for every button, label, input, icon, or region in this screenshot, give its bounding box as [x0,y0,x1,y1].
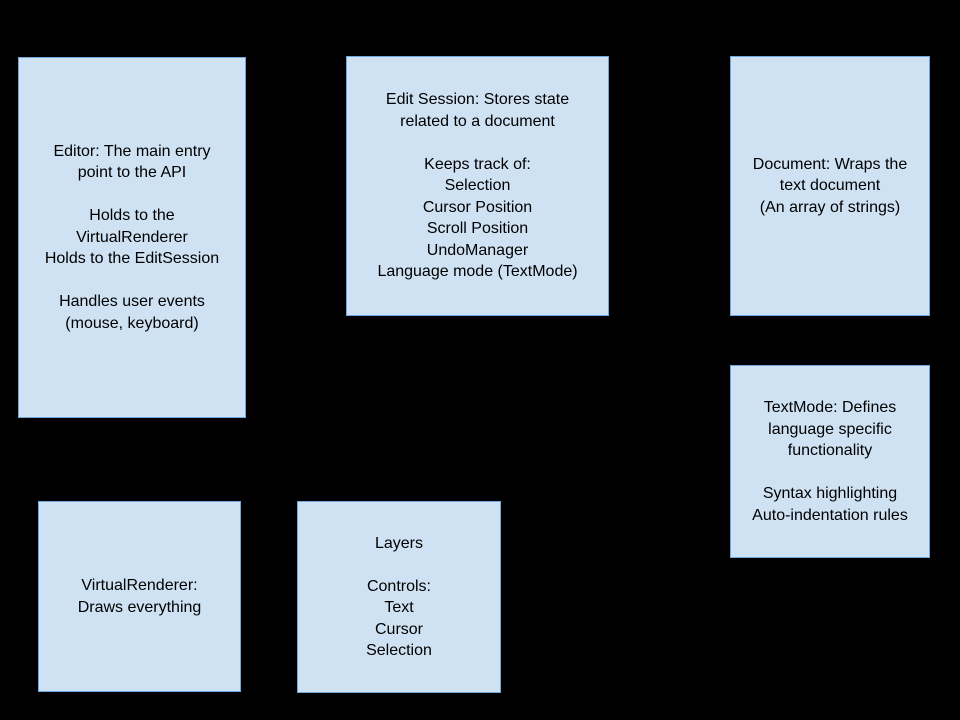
box-document: Document: Wraps the text document (An ar… [730,56,930,316]
box-virtualrenderer: VirtualRenderer: Draws everything [38,501,241,692]
box-layers-text: Layers Controls: Text Cursor Selection [366,534,432,660]
box-virtualrenderer-text: VirtualRenderer: Draws everything [77,577,202,616]
box-edit-session: Edit Session: Stores state related to a … [346,56,609,316]
box-layers: Layers Controls: Text Cursor Selection [297,501,501,693]
box-textmode-text: TextMode: Defines language specific func… [752,399,908,524]
box-document-text: Document: Wraps the text document (An ar… [752,155,908,216]
box-textmode: TextMode: Defines language specific func… [730,365,930,558]
box-editor: Editor: The main entry point to the API … [18,57,246,418]
box-editor-text: Editor: The main entry point to the API … [44,142,220,332]
box-edit-session-text: Edit Session: Stores state related to a … [377,91,578,281]
